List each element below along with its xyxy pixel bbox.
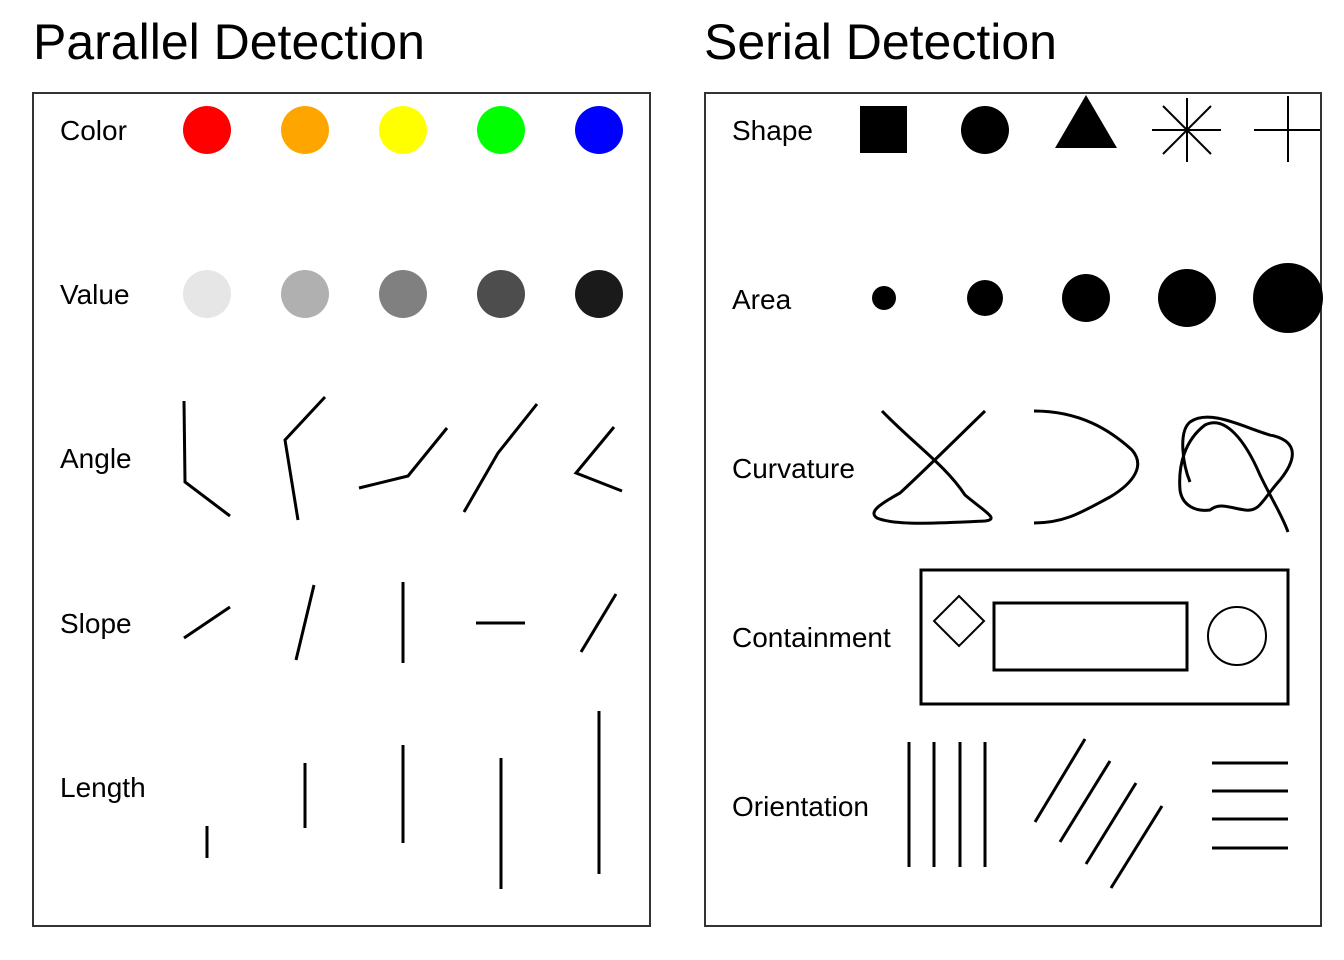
containment-inner-rect xyxy=(992,601,1189,672)
angle-glyph-3 xyxy=(358,427,449,490)
row-label-value: Value xyxy=(60,279,130,310)
color-swatches xyxy=(183,106,623,154)
area-dot-4 xyxy=(1158,269,1216,327)
area-dot-2 xyxy=(967,280,1003,316)
value-swatch-3 xyxy=(379,270,427,318)
angle-glyph-2 xyxy=(283,395,327,521)
value-swatch-4 xyxy=(477,270,525,318)
orientation-glyphs xyxy=(907,738,1288,889)
row-label-curvature: Curvature xyxy=(732,453,855,484)
square-icon xyxy=(860,106,907,153)
row-label-containment: Containment xyxy=(732,622,891,653)
angle-glyphs xyxy=(182,395,623,521)
color-swatch-green xyxy=(477,106,525,154)
angle-glyph-5 xyxy=(573,426,623,493)
slope-glyph-2 xyxy=(294,584,316,661)
parallel-title: Parallel Detection xyxy=(33,14,425,70)
orientation-vertical-lines xyxy=(907,742,987,867)
curvature-glyph-2 xyxy=(1033,409,1140,525)
row-label-length: Length xyxy=(60,772,146,803)
value-swatch-1 xyxy=(183,270,231,318)
row-label-area: Area xyxy=(732,284,792,315)
color-swatch-red xyxy=(183,106,231,154)
row-label-shape: Shape xyxy=(732,115,813,146)
slope-glyph-1 xyxy=(183,605,231,640)
containment-circle xyxy=(1207,606,1267,666)
slope-glyph-5 xyxy=(579,593,618,653)
slope-glyphs xyxy=(183,582,618,663)
area-dot-5 xyxy=(1253,263,1323,333)
plus-icon xyxy=(1254,96,1320,162)
angle-glyph-4 xyxy=(462,403,539,513)
row-label-color: Color xyxy=(60,115,127,146)
parallel-panel xyxy=(32,92,651,927)
length-glyphs xyxy=(205,711,601,889)
value-swatches xyxy=(183,270,623,318)
color-swatch-blue xyxy=(575,106,623,154)
row-label-orientation: Orientation xyxy=(732,791,869,822)
color-swatch-yellow xyxy=(379,106,427,154)
containment-outer-rect xyxy=(919,568,1290,706)
area-dot-1 xyxy=(872,286,896,310)
curvature-glyphs xyxy=(872,409,1294,533)
orientation-diagonal-lines xyxy=(1033,738,1164,889)
shape-glyphs xyxy=(860,95,1320,162)
value-swatch-5 xyxy=(575,270,623,318)
containment-glyph xyxy=(919,568,1290,706)
triangle-icon xyxy=(1055,95,1117,148)
angle-glyph-1 xyxy=(182,400,231,518)
area-dot-3 xyxy=(1062,274,1110,322)
row-label-slope: Slope xyxy=(60,608,132,639)
orientation-horizontal-lines xyxy=(1212,761,1288,850)
asterisk-icon xyxy=(1152,98,1221,162)
serial-panel xyxy=(704,92,1322,927)
circle-icon xyxy=(961,106,1009,154)
row-label-angle: Angle xyxy=(60,443,132,474)
serial-title: Serial Detection xyxy=(704,14,1057,70)
curvature-glyph-3 xyxy=(1178,415,1294,533)
area-glyphs xyxy=(872,263,1323,333)
curvature-glyph-1 xyxy=(872,409,993,525)
value-swatch-2 xyxy=(281,270,329,318)
color-swatch-orange xyxy=(281,106,329,154)
diamond-icon xyxy=(932,594,986,648)
